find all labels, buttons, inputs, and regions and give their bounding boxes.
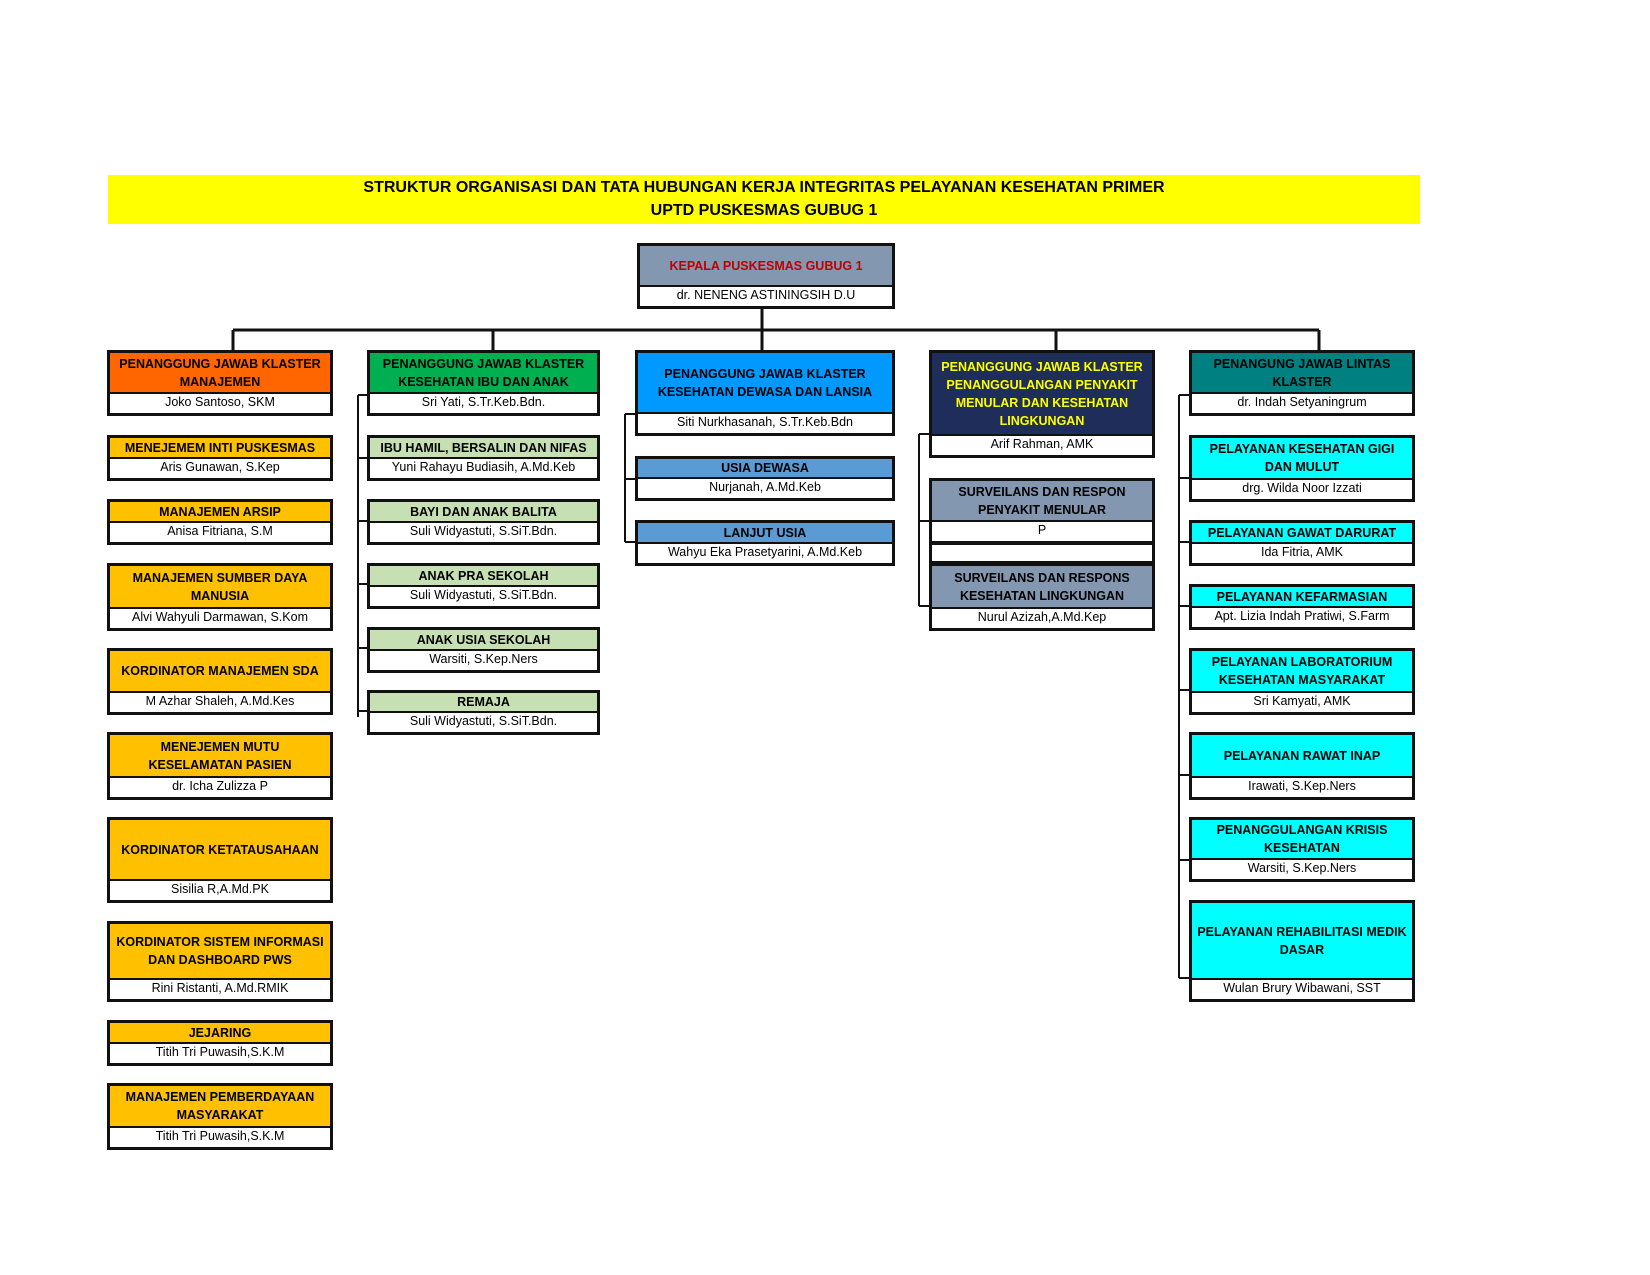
ibu-anak-item-name: Yuni Rahayu Budiasih, A.Md.Keb (370, 457, 597, 478)
ibu-anak-header-box: PENANGGUNG JAWAB KLASTER KESEHATAN IBU D… (367, 350, 600, 416)
dewasa-item-box: USIA DEWASA Nurjanah, A.Md.Keb (635, 456, 895, 501)
manajemen-item-title: MANAJEMEN SUMBER DAYA MANUSIA (110, 566, 330, 607)
menular-item-title: SURVEILANS DAN RESPONS KESEHATAN LINGKUN… (932, 566, 1152, 607)
manajemen-header-box: PENANGGUNG JAWAB KLASTER MANAJEMEN Joko … (107, 350, 333, 416)
manajemen-item-name: Titih Tri Puwasih,S.K.M (110, 1126, 330, 1147)
lintas-item-title: PELAYANAN LABORATORIUM KESEHATAN MASYARA… (1192, 651, 1412, 691)
manajemen-item-title: KORDINATOR KETATAUSAHAAN (110, 820, 330, 879)
ibu-anak-item-box: IBU HAMIL, BERSALIN DAN NIFAS Yuni Rahay… (367, 435, 600, 481)
menular-item-title: SURVEILANS DAN RESPON PENYAKIT MENULAR (932, 481, 1152, 520)
lintas-item-name: Irawati, S.Kep.Ners (1192, 776, 1412, 797)
manajemen-item-title: KORDINATOR SISTEM INFORMASI DAN DASHBOAR… (110, 924, 330, 978)
lintas-item-title: PELAYANAN REHABILITASI MEDIK DASAR (1192, 903, 1412, 978)
lintas-item-box: PELAYANAN KEFARMASIAN Apt. Lizia Indah P… (1189, 584, 1415, 630)
manajemen-item-name: Titih Tri Puwasih,S.K.M (110, 1042, 330, 1063)
lintas-item-title: PELAYANAN GAWAT DARURAT (1192, 523, 1412, 542)
lintas-item-name: Ida Fitria, AMK (1192, 542, 1412, 563)
lintas-item-box: PELAYANAN KESEHATAN GIGI DAN MULUT drg. … (1189, 435, 1415, 502)
menular-item-box: SURVEILANS DAN RESPON PENYAKIT MENULAR P (929, 478, 1155, 544)
ibu-anak-item-name: Suli Widyastuti, S.SiT.Bdn. (370, 521, 597, 542)
lintas-item-title: PELAYANAN RAWAT INAP (1192, 735, 1412, 776)
lintas-item-title: PELAYANAN KESEHATAN GIGI DAN MULUT (1192, 438, 1412, 478)
head-box: KEPALA PUSKESMAS GUBUG 1 dr. NENENG ASTI… (637, 243, 895, 309)
ibu-anak-item-name: Suli Widyastuti, S.SiT.Bdn. (370, 711, 597, 732)
manajemen-item-name: Aris Gunawan, S.Kep (110, 457, 330, 478)
manajemen-item-box: KORDINATOR SISTEM INFORMASI DAN DASHBOAR… (107, 921, 333, 1002)
menular-header-title: PENANGGUNG JAWAB KLASTER PENANGGULANGAN … (932, 353, 1152, 434)
lintas-item-title: PENANGGULANGAN KRISIS KESEHATAN (1192, 820, 1412, 858)
lintas-header-name: dr. Indah Setyaningrum (1192, 392, 1412, 413)
menular-header-box: PENANGGUNG JAWAB KLASTER PENANGGULANGAN … (929, 350, 1155, 458)
manajemen-item-box: MANAJEMEN ARSIP Anisa Fitriana, S.M (107, 499, 333, 545)
ibu-anak-item-title: ANAK PRA SEKOLAH (370, 566, 597, 585)
lintas-item-name: Warsiti, S.Kep.Ners (1192, 858, 1412, 879)
ibu-anak-item-name: Suli Widyastuti, S.SiT.Bdn. (370, 585, 597, 606)
ibu-anak-item-box: ANAK PRA SEKOLAH Suli Widyastuti, S.SiT.… (367, 563, 600, 609)
dewasa-header-box: PENANGGUNG JAWAB KLASTER KESEHATAN DEWAS… (635, 350, 895, 436)
ibu-anak-item-title: REMAJA (370, 693, 597, 711)
dewasa-header-title: PENANGGUNG JAWAB KLASTER KESEHATAN DEWAS… (638, 353, 892, 412)
head-title: KEPALA PUSKESMAS GUBUG 1 (640, 246, 892, 285)
manajemen-item-box: MENEJEMEN MUTU KESELAMATAN PASIEN dr. Ic… (107, 732, 333, 800)
ibu-anak-header-name: Sri Yati, S.Tr.Keb.Bdn. (370, 392, 597, 413)
ibu-anak-header-title: PENANGGUNG JAWAB KLASTER KESEHATAN IBU D… (370, 353, 597, 392)
dewasa-item-title: USIA DEWASA (638, 459, 892, 477)
dewasa-item-title: LANJUT USIA (638, 523, 892, 542)
lintas-header-box: PENANGUNG JAWAB LINTAS KLASTER dr. Indah… (1189, 350, 1415, 416)
manajemen-item-box: KORDINATOR MANAJEMEN SDA M Azhar Shaleh,… (107, 648, 333, 715)
manajemen-item-title: MANAJEMEN ARSIP (110, 502, 330, 521)
lintas-item-title: PELAYANAN KEFARMASIAN (1192, 587, 1412, 606)
lintas-header-title: PENANGUNG JAWAB LINTAS KLASTER (1192, 353, 1412, 392)
manajemen-item-name: M Azhar Shaleh, A.Md.Kes (110, 691, 330, 712)
menular-spacer-box (929, 542, 1155, 564)
manajemen-header-title: PENANGGUNG JAWAB KLASTER MANAJEMEN (110, 353, 330, 392)
head-name: dr. NENENG ASTININGSIH D.U (640, 285, 892, 306)
manajemen-item-box: MANAJEMEN PEMBERDAYAAN MASYARAKAT Titih … (107, 1083, 333, 1150)
manajemen-item-box: MANAJEMEN SUMBER DAYA MANUSIA Alvi Wahyu… (107, 563, 333, 631)
lintas-item-box: PELAYANAN GAWAT DARURAT Ida Fitria, AMK (1189, 520, 1415, 566)
menular-item-box: SURVEILANS DAN RESPONS KESEHATAN LINGKUN… (929, 563, 1155, 631)
lintas-item-box: PELAYANAN LABORATORIUM KESEHATAN MASYARA… (1189, 648, 1415, 715)
manajemen-item-title: MENEJEMEM INTI PUSKESMAS (110, 438, 330, 457)
ibu-anak-item-box: ANAK USIA SEKOLAH Warsiti, S.Kep.Ners (367, 627, 600, 673)
manajemen-item-name: Rini Ristanti, A.Md.RMIK (110, 978, 330, 999)
menular-item-name: Nurul Azizah,A.Md.Kep (932, 607, 1152, 628)
dewasa-item-box: LANJUT USIA Wahyu Eka Prasetyarini, A.Md… (635, 520, 895, 566)
ibu-anak-item-title: IBU HAMIL, BERSALIN DAN NIFAS (370, 438, 597, 457)
manajemen-header-name: Joko Santoso, SKM (110, 392, 330, 413)
menular-header-name: Arif Rahman, AMK (932, 434, 1152, 455)
lintas-item-name: Wulan Brury Wibawani, SST (1192, 978, 1412, 999)
manajemen-item-title: MANAJEMEN PEMBERDAYAAN MASYARAKAT (110, 1086, 330, 1126)
manajemen-item-name: Sisilia R,A.Md.PK (110, 879, 330, 900)
ibu-anak-item-box: BAYI DAN ANAK BALITA Suli Widyastuti, S.… (367, 499, 600, 545)
lintas-item-name: Sri Kamyati, AMK (1192, 691, 1412, 712)
ibu-anak-item-box: REMAJA Suli Widyastuti, S.SiT.Bdn. (367, 690, 600, 735)
menular-item-name: P (932, 520, 1152, 541)
ibu-anak-item-title: ANAK USIA SEKOLAH (370, 630, 597, 649)
manajemen-item-box: KORDINATOR KETATAUSAHAAN Sisilia R,A.Md.… (107, 817, 333, 903)
manajemen-item-name: Alvi Wahyuli Darmawan, S.Kom (110, 607, 330, 628)
ibu-anak-item-name: Warsiti, S.Kep.Ners (370, 649, 597, 670)
lintas-item-box: PELAYANAN REHABILITASI MEDIK DASAR Wulan… (1189, 900, 1415, 1002)
manajemen-item-name: Anisa Fitriana, S.M (110, 521, 330, 542)
lintas-item-name: Apt. Lizia Indah Pratiwi, S.Farm (1192, 606, 1412, 627)
title-banner: STRUKTUR ORGANISASI DAN TATA HUBUNGAN KE… (108, 175, 1420, 224)
lintas-item-box: PENANGGULANGAN KRISIS KESEHATAN Warsiti,… (1189, 817, 1415, 882)
manajemen-item-title: MENEJEMEN MUTU KESELAMATAN PASIEN (110, 735, 330, 776)
manajemen-item-box: JEJARING Titih Tri Puwasih,S.K.M (107, 1020, 333, 1066)
title-line-1: STRUKTUR ORGANISASI DAN TATA HUBUNGAN KE… (363, 179, 1165, 196)
manajemen-item-title: JEJARING (110, 1023, 330, 1042)
manajemen-item-name: dr. Icha Zulizza P (110, 776, 330, 797)
lintas-item-box: PELAYANAN RAWAT INAP Irawati, S.Kep.Ners (1189, 732, 1415, 800)
lintas-item-name: drg. Wilda Noor Izzati (1192, 478, 1412, 499)
dewasa-item-name: Wahyu Eka Prasetyarini, A.Md.Keb (638, 542, 892, 563)
title-line-2: UPTD PUSKESMAS GUBUG 1 (650, 202, 878, 219)
dewasa-header-name: Siti Nurkhasanah, S.Tr.Keb.Bdn (638, 412, 892, 433)
ibu-anak-item-title: BAYI DAN ANAK BALITA (370, 502, 597, 521)
dewasa-item-name: Nurjanah, A.Md.Keb (638, 477, 892, 498)
manajemen-item-box: MENEJEMEM INTI PUSKESMAS Aris Gunawan, S… (107, 435, 333, 481)
manajemen-item-title: KORDINATOR MANAJEMEN SDA (110, 651, 330, 691)
